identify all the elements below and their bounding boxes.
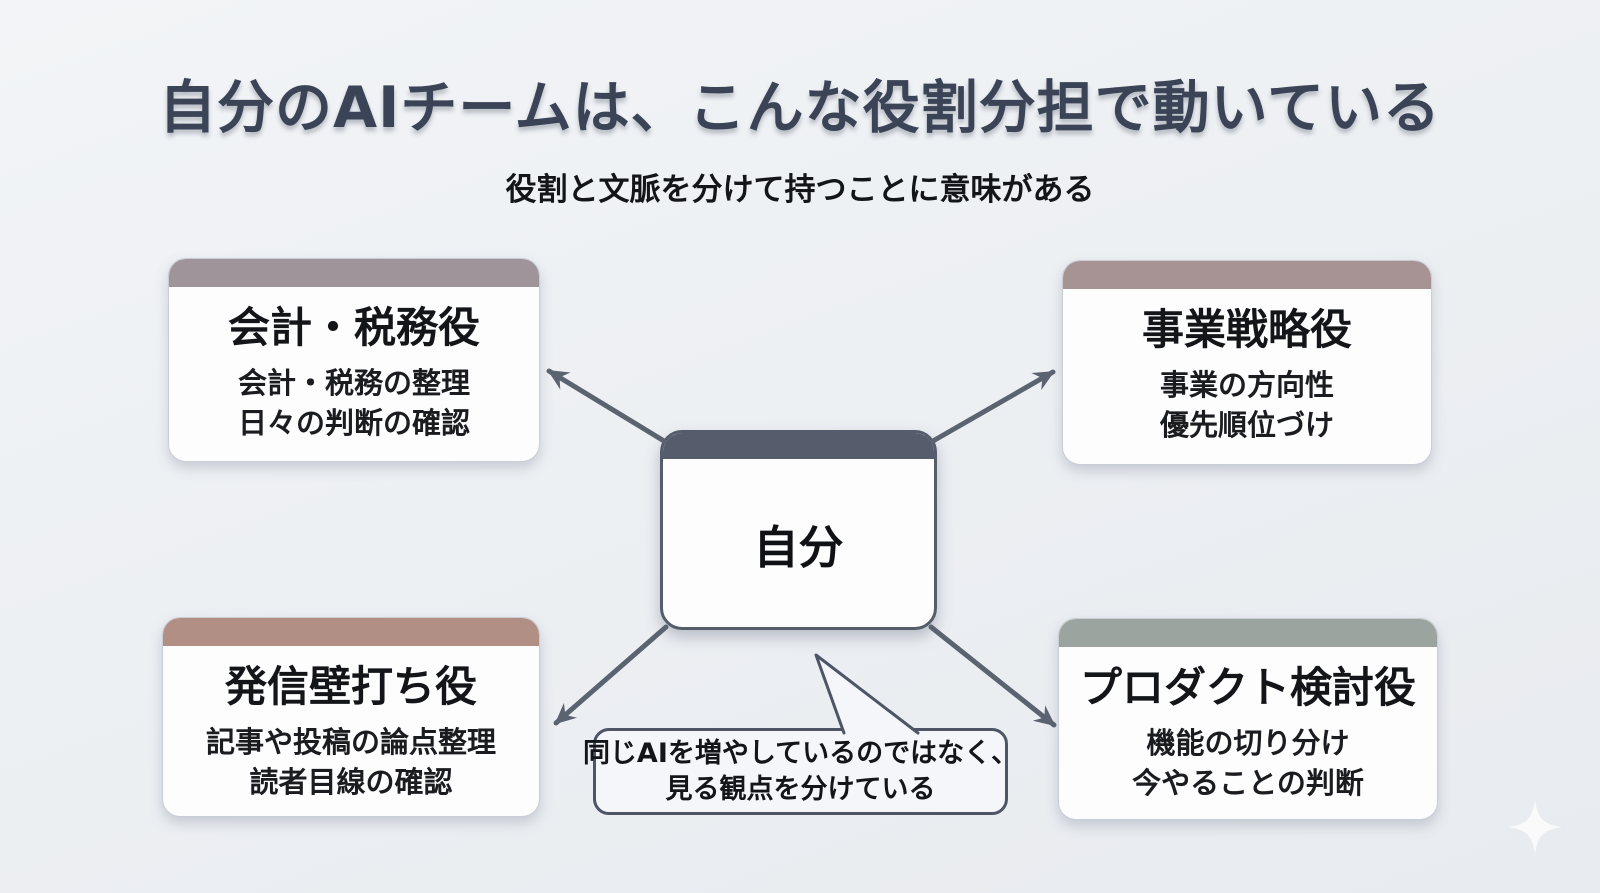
page-title: 自分のAIチームは、こんな役割分担で動いている xyxy=(159,75,1441,141)
card-product-review: プロダクト検討役 機能の切り分け 今やることの判断 xyxy=(1058,618,1438,820)
card-publishing-soundingboard-line1: 記事や投稿の論点整理 xyxy=(205,725,496,760)
card-product-review-line2: 今やることの判断 xyxy=(1132,766,1364,801)
card-accounting-tax-header-accent xyxy=(169,259,539,287)
card-publishing-soundingboard-line2: 読者目線の確認 xyxy=(249,765,453,800)
card-self-label-wrap: 自分 xyxy=(663,459,934,627)
card-product-review-title: プロダクト検討役 xyxy=(1079,663,1416,712)
card-accounting-tax-line1: 会計・税務の整理 xyxy=(237,366,470,401)
card-accounting-tax: 会計・税務役 会計・税務の整理 日々の判断の確認 xyxy=(168,258,540,462)
card-accounting-tax-line2: 日々の判断の確認 xyxy=(237,406,470,441)
card-product-review-line1: 機能の切り分け xyxy=(1146,726,1350,761)
card-accounting-tax-body: 会計・税務の整理 日々の判断の確認 xyxy=(238,363,470,443)
arrow-center-to-accounting-tax xyxy=(546,368,667,444)
card-business-strategy-line2: 優先順位づけ xyxy=(1159,408,1334,443)
card-accounting-tax-title: 会計・税務役 xyxy=(227,303,480,352)
card-publishing-soundingboard-body: 記事や投稿の論点整理 読者目線の確認 xyxy=(206,722,496,802)
card-publishing-soundingboard: 発信壁打ち役 記事や投稿の論点整理 読者目線の確認 xyxy=(162,617,540,817)
speech-bubble-line2: 見る観点を分けている xyxy=(665,773,936,805)
speech-bubble: 同じAIを増やしているのではなく、 見る観点を分けている xyxy=(583,728,1018,815)
card-business-strategy: 事業戦略役 事業の方向性 優先順位づけ xyxy=(1062,260,1432,465)
card-business-strategy-header-accent xyxy=(1063,261,1431,289)
speech-bubble-tail-outline xyxy=(814,653,920,735)
card-self: 自分 xyxy=(660,430,937,630)
card-business-strategy-body: 事業の方向性 優先順位づけ xyxy=(1160,365,1334,445)
card-self-header-accent xyxy=(663,433,934,459)
card-publishing-soundingboard-title: 発信壁打ち役 xyxy=(224,662,477,711)
arrow-center-to-product-review xyxy=(928,624,1057,728)
card-self-label: 自分 xyxy=(753,520,844,574)
card-product-review-body: 機能の切り分け 今やることの判断 xyxy=(1132,723,1364,803)
card-business-strategy-title: 事業戦略役 xyxy=(1141,305,1352,354)
arrow-center-to-publishing-soundingboard xyxy=(553,624,669,726)
card-business-strategy-line1: 事業の方向性 xyxy=(1159,368,1334,403)
sparkle-icon xyxy=(1508,800,1562,854)
card-publishing-soundingboard-header-accent xyxy=(163,618,539,646)
speech-bubble-tail xyxy=(816,655,918,733)
speech-bubble-line1: 同じAIを増やしているのではなく、 xyxy=(582,737,1019,769)
card-product-review-header-accent xyxy=(1059,619,1437,647)
page-subtitle: 役割と文脈を分けて持つことに意味がある xyxy=(505,172,1095,208)
arrow-center-to-business-strategy xyxy=(930,369,1056,444)
